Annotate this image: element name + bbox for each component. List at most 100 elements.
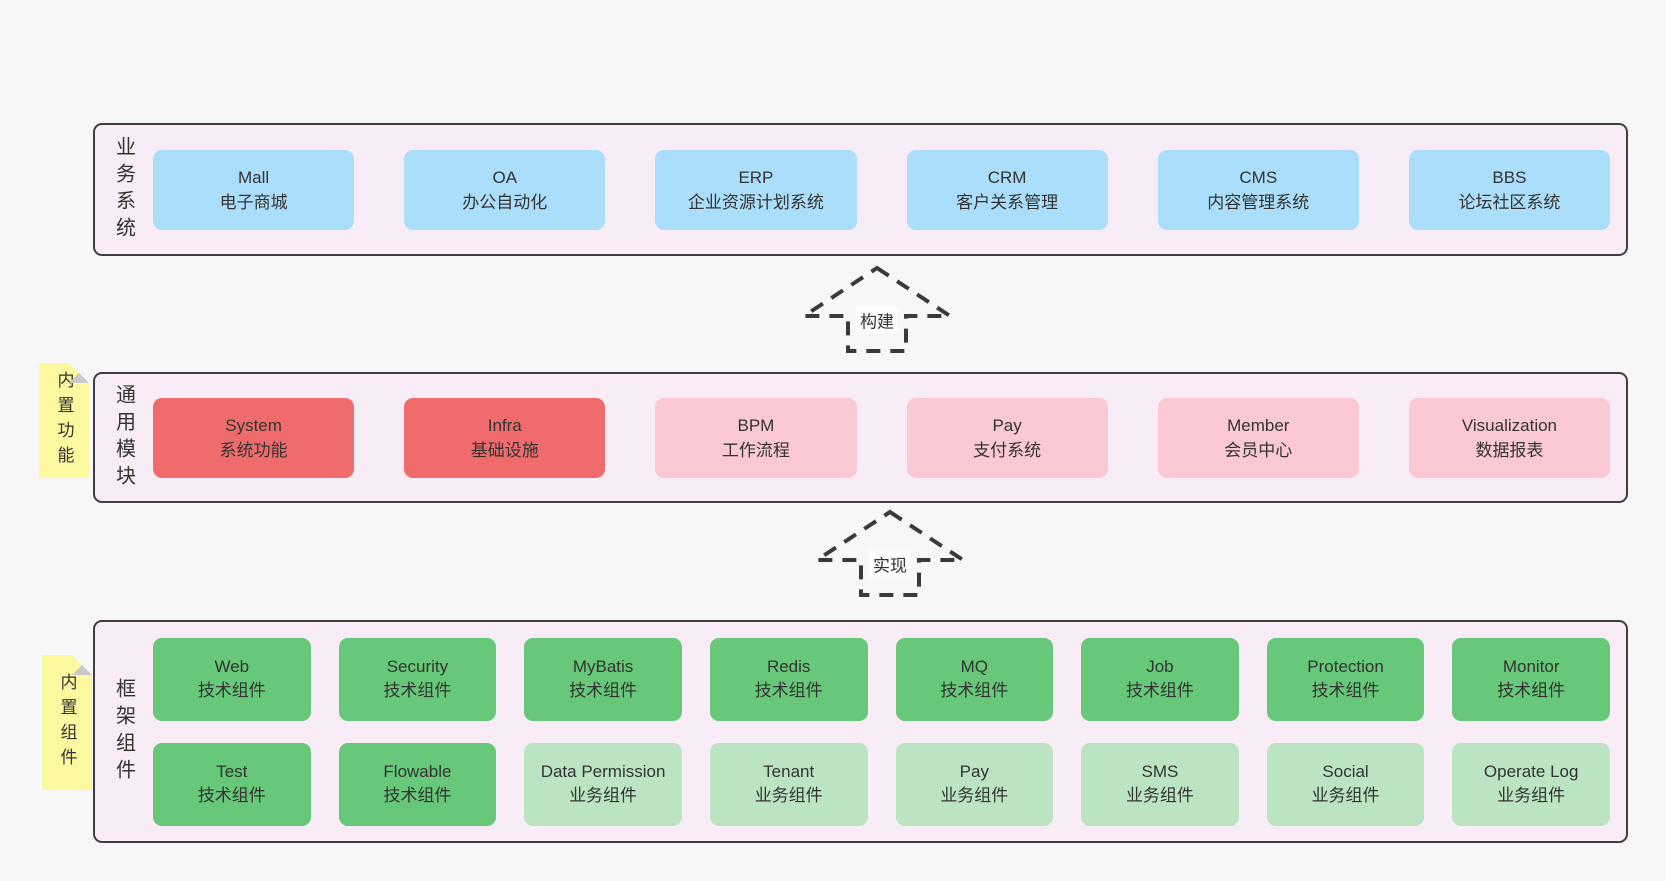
box-subtitle: 数据报表 — [1475, 440, 1544, 460]
box-subtitle: 基础设施 — [470, 440, 539, 460]
box-title: Pay — [959, 762, 989, 781]
box-title: OA — [492, 167, 518, 187]
box-social: Social 业务组件 — [1266, 742, 1425, 826]
build-arrow-label: 构建 — [856, 306, 898, 334]
box-subtitle: 技术组件 — [569, 681, 638, 700]
implement-arrow: 实现 — [815, 508, 965, 600]
components-grid: Web 技术组件 Security 技术组件 MyBatis 技术组件 Redi… — [153, 637, 1626, 826]
box-subtitle: 技术组件 — [383, 681, 452, 700]
box-data-permission: Data Permission 业务组件 — [524, 742, 682, 826]
modules-boxes-row: System 系统功能 Infra 基础设施 BPM 工作流程 Pay 支付系统… — [153, 397, 1626, 478]
box-subtitle: 技术组件 — [383, 786, 452, 805]
box-bbs: BBS 论坛社区系统 — [1408, 149, 1611, 230]
implement-arrow-label: 实现 — [869, 550, 911, 578]
box-subtitle: 技术组件 — [197, 786, 266, 805]
box-system: System 系统功能 — [153, 397, 355, 478]
box-flowable: Flowable 技术组件 — [338, 742, 497, 826]
box-subtitle: 技术组件 — [754, 681, 823, 700]
box-title: Redis — [766, 657, 811, 676]
box-subtitle: 会员中心 — [1224, 440, 1293, 460]
up-arrow-icon — [815, 509, 965, 597]
box-protection: Protection 技术组件 — [1266, 637, 1425, 721]
box-subtitle: 论坛社区系统 — [1458, 192, 1561, 212]
box-subtitle: 系统功能 — [219, 440, 288, 460]
box-subtitle: 技术组件 — [940, 681, 1009, 700]
layer-title-components: 框架组件 — [112, 677, 135, 786]
box-title: Tenant — [763, 762, 815, 781]
box-title: System — [225, 415, 282, 435]
box-subtitle: 业务组件 — [940, 786, 1009, 805]
box-subtitle: 客户关系管理 — [956, 192, 1059, 212]
box-title: Pay — [992, 415, 1022, 435]
box-subtitle: 业务组件 — [1125, 786, 1194, 805]
box-title: Mall — [238, 167, 270, 187]
box-redis: Redis 技术组件 — [709, 637, 868, 721]
box-subtitle: 工作流程 — [721, 440, 790, 460]
box-title: Security — [386, 657, 449, 676]
box-visualization: Visualization 数据报表 — [1408, 397, 1611, 478]
box-cms: CMS 内容管理系统 — [1157, 149, 1359, 230]
build-arrow: 构建 — [802, 264, 952, 356]
layer-title-modules: 通用模块 — [112, 383, 135, 492]
box-mybatis: MyBatis 技术组件 — [524, 637, 682, 721]
box-mq: MQ 技术组件 — [895, 637, 1054, 721]
box-title: Test — [216, 762, 248, 781]
box-title: Data Permission — [540, 762, 666, 781]
up-arrow-icon — [802, 265, 952, 353]
box-subtitle: 业务组件 — [569, 786, 638, 805]
box-title: Protection — [1307, 657, 1384, 676]
box-title: Member — [1227, 415, 1290, 435]
box-title: Social — [1322, 762, 1369, 781]
box-subtitle: 内容管理系统 — [1207, 192, 1310, 212]
box-subtitle: 技术组件 — [1311, 681, 1380, 700]
box-mall: Mall 电子商城 — [153, 149, 355, 230]
box-subtitle: 电子商城 — [219, 192, 288, 212]
box-title: Infra — [487, 415, 522, 435]
box-title: Visualization — [1461, 415, 1558, 435]
box-title: CMS — [1239, 167, 1278, 187]
box-subtitle: 业务组件 — [1311, 786, 1380, 805]
box-pay-component: Pay 业务组件 — [895, 742, 1054, 826]
box-title: SMS — [1141, 762, 1179, 781]
box-title: Job — [1146, 657, 1174, 676]
box-test: Test 技术组件 — [153, 742, 311, 826]
layer-common-modules: 通用模块 System 系统功能 Infra 基础设施 BPM 工作流程 Pay… — [93, 372, 1628, 503]
box-subtitle: 企业资源计划系统 — [687, 192, 824, 212]
box-infra: Infra 基础设施 — [404, 397, 606, 478]
box-title: Monitor — [1502, 657, 1560, 676]
box-pay-module: Pay 支付系统 — [906, 397, 1108, 478]
layer-framework-components: 框架组件 Web 技术组件 Security 技术组件 MyBatis 技术组件… — [93, 620, 1628, 843]
sticky-note-built-in-functions: 内置功能 — [39, 363, 89, 478]
box-title: Operate Log — [1483, 762, 1579, 781]
box-subtitle: 业务组件 — [754, 786, 823, 805]
business-boxes-row: Mall 电子商城 OA 办公自动化 ERP 企业资源计划系统 CRM 客户关系… — [153, 149, 1626, 230]
box-subtitle: 业务组件 — [1497, 786, 1566, 805]
box-title: BPM — [737, 415, 775, 435]
box-title: Web — [214, 657, 250, 676]
box-job: Job 技术组件 — [1081, 637, 1239, 721]
box-erp: ERP 企业资源计划系统 — [655, 149, 857, 230]
box-subtitle: 技术组件 — [1125, 681, 1194, 700]
box-web: Web 技术组件 — [153, 637, 311, 721]
box-title: ERP — [738, 167, 774, 187]
layer-business-systems: 业务系统 Mall 电子商城 OA 办公自动化 ERP 企业资源计划系统 CRM… — [93, 123, 1628, 256]
box-monitor: Monitor 技术组件 — [1452, 637, 1610, 721]
layer-title-business: 业务系统 — [112, 135, 135, 244]
box-crm: CRM 客户关系管理 — [906, 149, 1108, 230]
box-sms: SMS 业务组件 — [1081, 742, 1239, 826]
box-subtitle: 支付系统 — [973, 440, 1042, 460]
sticky-note-built-in-components: 内置组件 — [42, 655, 92, 790]
box-subtitle: 技术组件 — [1497, 681, 1566, 700]
box-security: Security 技术组件 — [338, 637, 497, 721]
box-subtitle: 办公自动化 — [462, 192, 548, 212]
box-tenant: Tenant 业务组件 — [709, 742, 868, 826]
box-operate-log: Operate Log 业务组件 — [1452, 742, 1610, 826]
box-title: Flowable — [383, 762, 452, 781]
box-title: MQ — [960, 657, 988, 676]
box-title: MyBatis — [572, 657, 634, 676]
box-title: CRM — [987, 167, 1027, 187]
box-subtitle: 技术组件 — [197, 681, 266, 700]
box-oa: OA 办公自动化 — [404, 149, 606, 230]
box-bpm: BPM 工作流程 — [655, 397, 857, 478]
